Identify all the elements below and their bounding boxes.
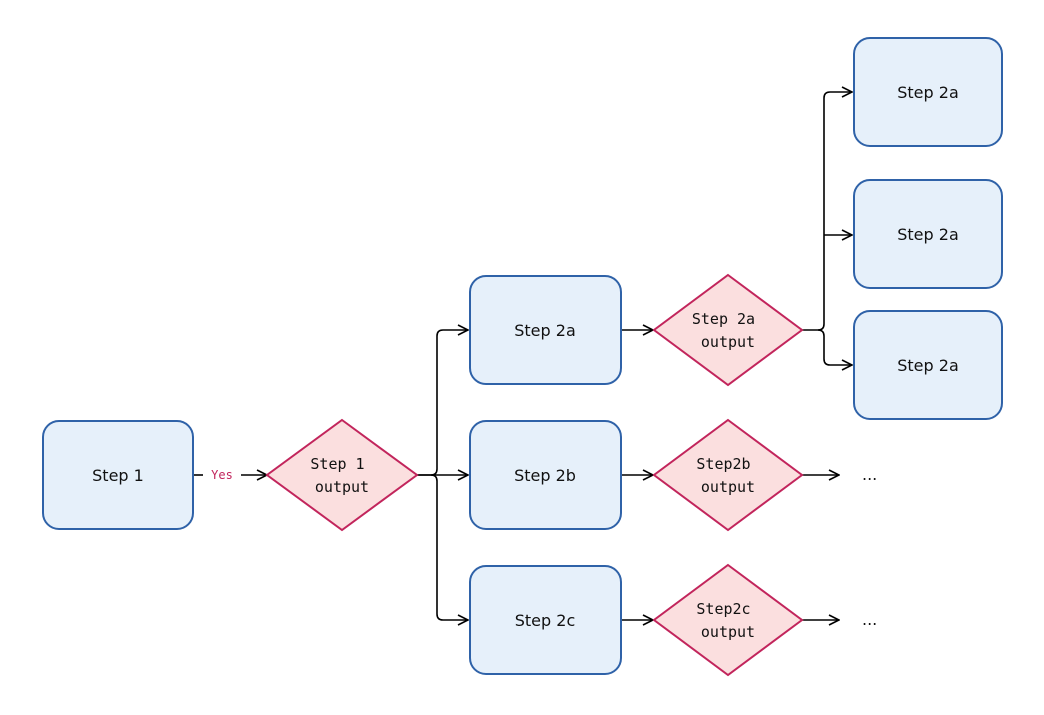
- decision-step2b-output: Step2b output: [652, 418, 804, 532]
- edge-step1-output-to-step2a: [417, 330, 468, 476]
- decision-step2b-output-label: Step2b output: [696, 455, 759, 496]
- decision-step2b-output-shape: [652, 418, 804, 532]
- edge-step2a-output-to-step2a-top: [802, 92, 852, 331]
- decision-step1-output: Step 1 output: [265, 418, 419, 532]
- decision-step2b-output-line2: output: [701, 478, 755, 496]
- decision-step2a-output-shape: [652, 273, 804, 387]
- node-step1-box: [42, 420, 194, 530]
- decision-step2c-output-shape: [652, 563, 804, 677]
- node-step2b-box: [469, 420, 622, 530]
- decision-step2a-output-line2: output: [701, 333, 755, 351]
- node-step2a-out-bottom-label: Step 2a: [897, 356, 959, 375]
- decision-step2c-output-line1: Step2c: [696, 600, 750, 618]
- decision-step2c-output: Step2c output: [652, 563, 804, 677]
- decision-step2a-output-label: Step 2a output: [692, 310, 764, 351]
- node-step1-label: Step 1: [92, 466, 144, 485]
- node-step2a-label: Step 2a: [514, 321, 576, 340]
- edge-label-yes: Yes: [211, 468, 233, 482]
- node-step2a-out-bottom-box: [853, 310, 1003, 420]
- node-step2a-out-top-box: [853, 37, 1003, 147]
- node-step2a-out-middle: Step 2a: [853, 179, 1003, 289]
- decision-step2b-output-line1: Step2b: [696, 455, 750, 473]
- edge-step2a-output-to-step2a-bottom: [817, 329, 852, 365]
- edge-step1-output-to-step2c: [430, 474, 468, 620]
- node-step2a-out-middle-label: Step 2a: [897, 225, 959, 244]
- decision-step1-output-line1: Step 1: [310, 455, 364, 473]
- node-step2b: Step 2b: [469, 420, 622, 530]
- connectors: [193, 92, 852, 620]
- decision-step1-output-shape: [265, 418, 419, 532]
- decision-step2a-output: Step 2a output: [652, 273, 804, 387]
- node-step2a-box: [469, 275, 622, 385]
- decision-step2c-output-label: Step2c output: [696, 600, 759, 641]
- decision-step1-output-line2: output: [315, 478, 369, 496]
- node-step2a-out-bottom: Step 2a: [853, 310, 1003, 420]
- node-step1: Step 1: [42, 420, 194, 530]
- node-step2a-out-top: Step 2a: [853, 37, 1003, 147]
- continuation-after-step2c: ...: [862, 610, 877, 629]
- node-step2c-label: Step 2c: [515, 611, 576, 630]
- node-step2b-label: Step 2b: [514, 466, 576, 485]
- decision-step2c-output-line2: output: [701, 623, 755, 641]
- node-step2c: Step 2c: [469, 565, 622, 675]
- node-step2c-box: [469, 565, 622, 675]
- decision-step1-output-label: Step 1 output: [310, 455, 373, 496]
- decision-step2a-output-line1: Step 2a: [692, 310, 755, 328]
- continuation-after-step2b: ...: [862, 465, 877, 484]
- node-step2a-out-top-label: Step 2a: [897, 83, 959, 102]
- node-step2a: Step 2a: [469, 275, 622, 385]
- node-step2a-out-middle-box: [853, 179, 1003, 289]
